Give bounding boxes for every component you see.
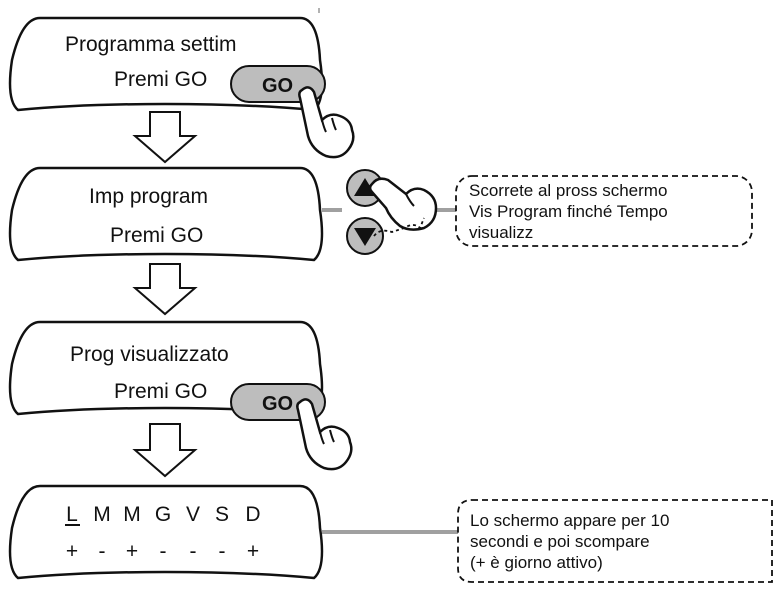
note-scroll-line-3: visualizz — [469, 223, 533, 242]
screen-3-line-1: Prog visualizzato — [70, 343, 229, 366]
week-day-letter: V — [186, 503, 200, 526]
down-arrow-icon — [354, 228, 376, 246]
week-day-state: + — [66, 540, 78, 563]
note-scroll-line-2: Vis Program finché Tempo — [469, 202, 668, 221]
note-week-line-1: Lo schermo appare per 10 — [470, 511, 669, 530]
week-day-state: - — [99, 540, 106, 563]
note-box — [457, 499, 773, 583]
week-day-state: - — [219, 540, 226, 563]
week-day-state: + — [126, 540, 138, 563]
go-button-label[interactable]: GO — [262, 75, 293, 97]
note-week: Lo schermo appare per 10 secondi e poi s… — [457, 499, 773, 583]
pointing-hand-icon — [368, 177, 438, 231]
screen-1-line-1: Programma settim — [65, 33, 237, 56]
week-day-letter: D — [245, 503, 260, 526]
note-box — [455, 175, 753, 247]
week-day-states: +-+---+ — [66, 540, 259, 563]
dashed-hand-icon — [373, 217, 425, 237]
note-week-line-3: (+ è giorno attivo) — [470, 553, 603, 572]
down-arrow-icon — [132, 111, 198, 164]
lcd-frame — [8, 166, 324, 262]
week-day-letter: S — [215, 503, 229, 526]
pointing-hand-icon — [296, 398, 353, 471]
week-day-letter: M — [123, 503, 141, 526]
week-day-letter: G — [155, 503, 171, 526]
go-button-label[interactable]: GO — [262, 393, 293, 415]
lcd-screen-2: Imp program Premi GO — [8, 166, 324, 262]
week-day-state: + — [247, 540, 259, 563]
down-arrow-icon — [132, 263, 198, 316]
week-day-state: - — [190, 540, 197, 563]
week-day-letter: M — [93, 503, 111, 526]
down-arrow-icon — [132, 423, 198, 478]
screen-3-line-2: Premi GO — [114, 380, 207, 403]
screen-2-line-1: Imp program — [89, 185, 208, 208]
note-scroll-line-1: Scorrete al pross schermo — [469, 181, 667, 200]
screen-2-line-2: Premi GO — [110, 224, 203, 247]
note-scroll: Scorrete al pross schermo Vis Program fi… — [455, 175, 753, 247]
down-button[interactable] — [346, 217, 384, 255]
pointing-hand-icon — [298, 86, 355, 159]
note-week-line-2: secondi e poi scompare — [470, 532, 650, 551]
lcd-frame — [8, 484, 324, 580]
screen-1-line-2: Premi GO — [114, 68, 207, 91]
week-day-state: - — [160, 540, 167, 563]
week-day-letter: L — [66, 503, 78, 526]
